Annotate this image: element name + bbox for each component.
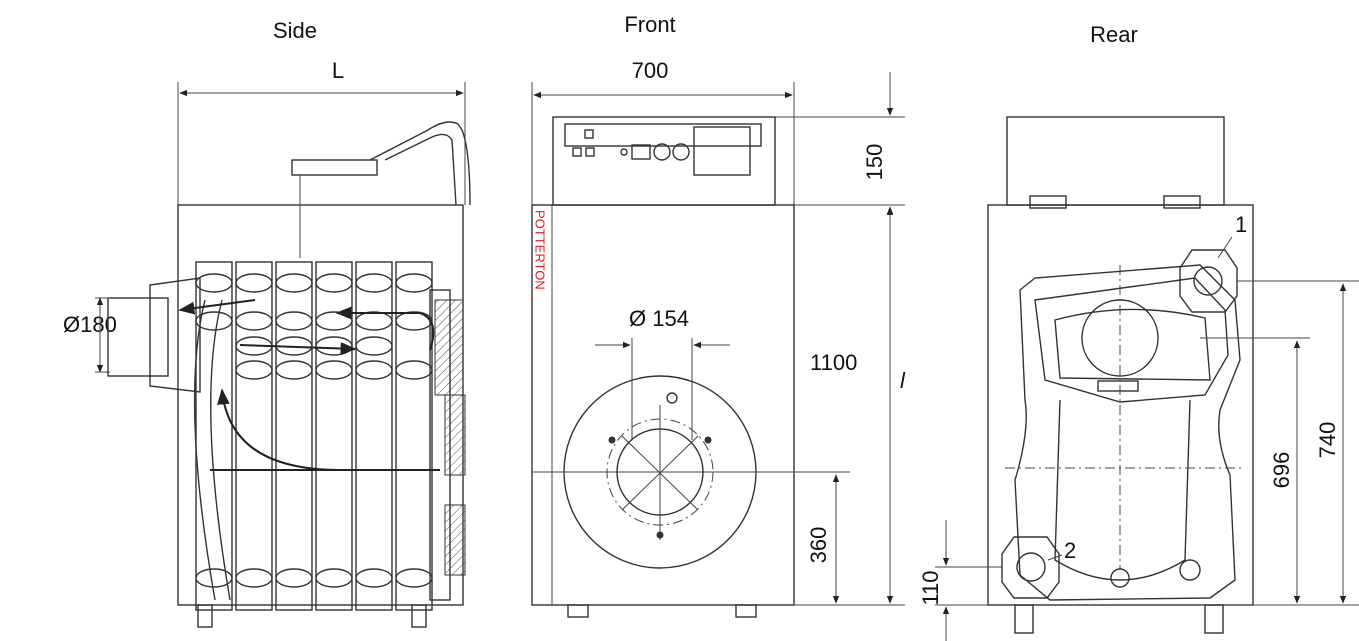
side-view-title: Side — [273, 18, 317, 43]
panel-height-label: 150 — [862, 144, 887, 181]
connection-2-height-label: 110 — [918, 570, 943, 605]
connection-1-fitting — [1179, 249, 1238, 313]
height-label: 1100 — [810, 350, 857, 375]
panel-display — [631, 144, 651, 160]
panel-switch — [585, 147, 595, 157]
connection-1-height-label: 740 — [1315, 422, 1340, 459]
burner-diameter-label: Ø 154 — [629, 306, 689, 331]
rear-cover-plate — [1014, 264, 1241, 601]
upper-connection-height-label: 696 — [1269, 452, 1294, 489]
rear-casing — [987, 204, 1254, 606]
panel-indicator — [620, 148, 628, 156]
front-view: 700 150 POTTERTON Ø 154 — [531, 58, 906, 618]
panel-dial — [672, 143, 690, 161]
rear-view: 1 2 740 696 110 — [918, 116, 1359, 641]
side-view: L Ø180 — [63, 58, 471, 628]
panel-switch — [572, 147, 582, 157]
brand-logo: POTTERTON — [533, 210, 548, 290]
heat-exchanger-sections — [195, 261, 433, 611]
length-dimension-label: L — [332, 58, 344, 83]
display-window — [693, 126, 751, 176]
height-symbol: l — [900, 368, 906, 393]
width-dimension-label: 700 — [632, 58, 669, 83]
burner-height-label: 360 — [806, 527, 831, 564]
connection-2-callout: 2 — [1064, 538, 1076, 563]
connection-2-fitting — [1001, 536, 1060, 599]
rear-view-title: Rear — [1090, 22, 1138, 47]
front-casing — [531, 204, 795, 606]
front-view-title: Front — [624, 12, 675, 37]
panel-switch — [584, 129, 594, 139]
flue-diameter-label: Ø180 — [63, 312, 117, 337]
panel-dial — [653, 143, 671, 161]
connection-1-callout: 1 — [1235, 212, 1247, 237]
